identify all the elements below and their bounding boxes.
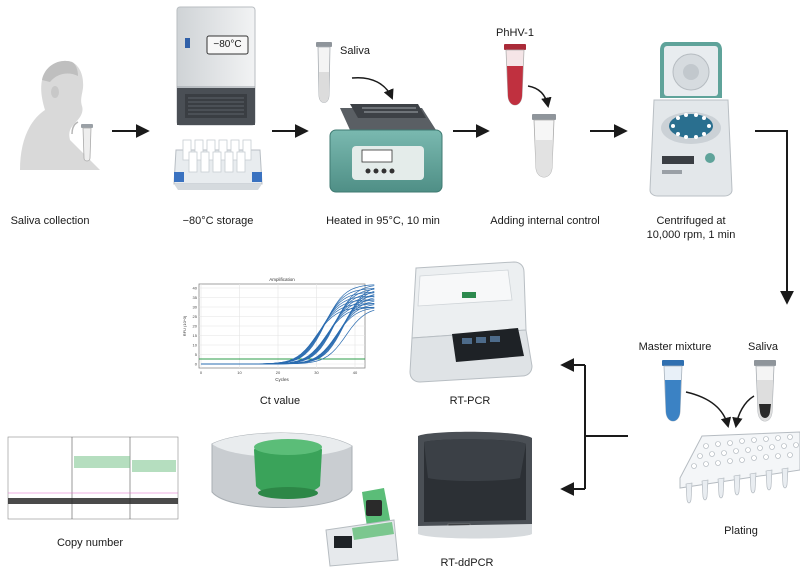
arrow-to-plating [755,130,794,305]
heat-block-icon [329,104,443,193]
amp-xlabel: Cycles [275,377,289,382]
saliva-plating-tube-icon [754,360,776,422]
amp-x-tick: 10 [237,370,242,375]
arrow-master-to-plate [685,391,732,429]
amp-y-tick: 40 [193,286,198,291]
tube-rack-icon [173,139,263,190]
amp-x-tick: 30 [314,370,319,375]
caption-internal-control: Adding internal control [490,215,600,227]
amp-y-tick: 5 [195,352,198,357]
person-icon [20,60,100,171]
pcr-plate-icon [679,431,800,504]
droplet-generator-icon [211,432,353,509]
rt-pcr-instrument-icon [409,261,533,383]
caption-heated: Heated in 95°C, 10 min [326,215,440,227]
caption-ct-value: Ct value [259,395,301,407]
amp-y-tick: 20 [193,324,198,329]
amp-y-tick: 0 [195,362,198,367]
amp-y-tick: 15 [193,333,198,338]
caption-saliva-collection: Saliva collection [10,215,90,227]
freezer-display: −80°C [213,39,242,50]
amp-y-tick: 30 [193,305,198,310]
amp-ylabel: RFU (10^3) [182,315,187,336]
copy-number-plot [7,436,179,520]
droplet-reader-icon [325,488,399,567]
negative-droplet-band [8,498,178,504]
amp-x-tick: 40 [353,370,358,375]
saliva-plating-label: Saliva [748,341,778,353]
master-mixture-label: Master mixture [638,341,712,353]
caption-rt-ddpcr: RT-ddPCR [440,557,494,569]
saliva-tube-icon [81,124,93,162]
amplification-plot: 0 5 10 15 20 25 30 35 40 0 10 20 30 40 Amplification… [182,277,375,382]
positive-droplet-band-2 [132,460,176,472]
amp-y-tick: 35 [193,295,198,300]
centrifuge-icon [649,42,733,197]
phhv-tube-icon [504,44,526,106]
master-mix-tube-icon [662,360,684,422]
caption-copy-number: Copy number [56,537,124,549]
amp-title: Amplification [269,277,295,282]
arrow-saliva-into-block [351,76,394,100]
amp-y-tick: 10 [193,343,198,348]
freezer-icon [176,6,256,126]
amp-x-tick: 20 [276,370,281,375]
caption-rt-pcr: RT-PCR [449,395,491,407]
amp-x-tick: 0 [200,370,203,375]
amplification-curve [201,309,375,365]
caption-plating: Plating [724,525,758,537]
caption-centrifuged-2: 10,000 rpm, 1 min [646,229,736,241]
arrow-saliva-to-plate [732,395,755,429]
caption-storage: −80°C storage [182,215,254,227]
control-tube-icon [532,114,556,178]
caption-centrifuged-1: Centrifuged at [656,215,726,227]
arrow-phhv-into-tube [527,85,552,109]
positive-droplet-band-1 [74,456,130,468]
saliva-tube-heat-icon [316,42,332,103]
rt-ddpcr-instrument-icon [418,431,532,539]
amp-y-tick: 25 [193,314,198,319]
saliva-tube-label: Saliva [340,45,370,57]
phhv-label: PhHV-1 [496,27,534,39]
